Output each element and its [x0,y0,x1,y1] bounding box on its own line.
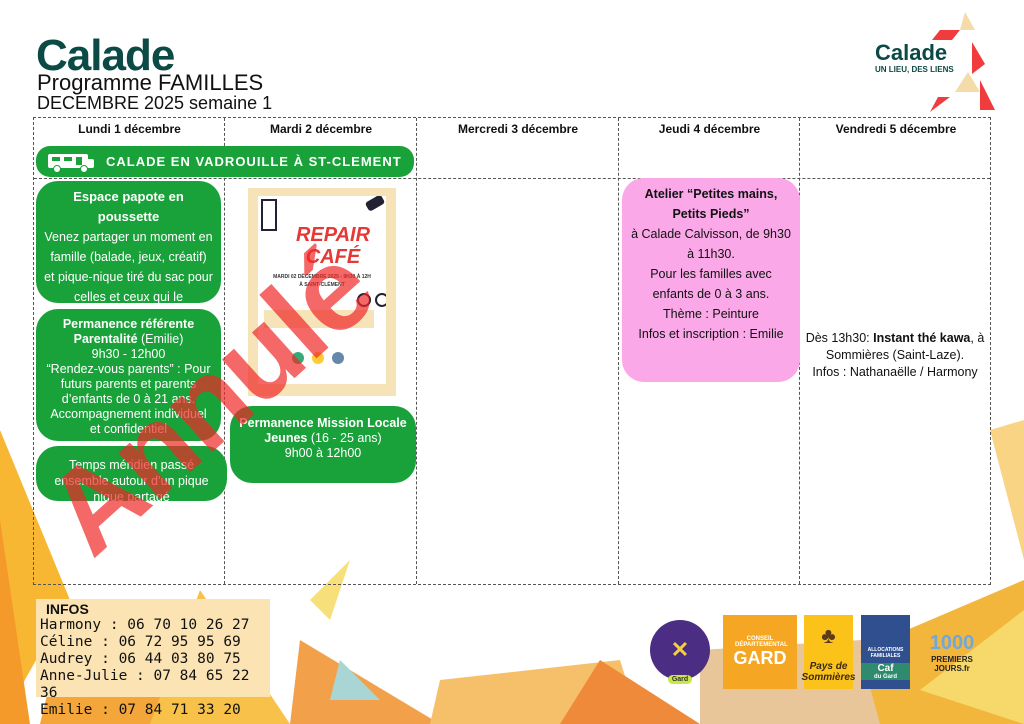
pays-de-sommieres-logo: ♣ Pays de Sommières [801,615,856,689]
event-the-kawa: Dès 13h30: Instant thé kawa, à Sommières… [802,330,988,381]
appliance-icons [261,196,386,364]
logo-name: Calade [875,40,948,65]
event-title: Permanence référente Parentalité [62,317,195,346]
event-location: à Calade Calvisson, de 9h30 à 11h30. [631,227,791,261]
logo-badge: Gard [667,675,693,684]
caf-logo: ALLOCATIONS FAMILIALES Caf du Gard [861,615,910,689]
infos-box: INFOS Harmony : 06 70 10 26 27 Céline : … [36,599,270,718]
logo-text: CONSEIL DÉPARTEMENTAL [735,635,788,648]
brand-title: Calade [36,31,175,80]
event-age: (16 - 25 ans) [307,431,382,445]
event-title: Permanence Mission Locale Jeunes [239,416,407,445]
logo-text: Caf [861,662,910,674]
day-header-thursday: Jeudi 4 décembre [658,122,761,136]
column-wednesday [417,118,619,584]
event-permanence-parentalite: Permanence référente Parentalité (Emilie… [36,309,221,441]
contact-item: Anne-Julie : 07 84 65 22 36 [40,668,250,701]
page-title: Programme FAMILLES [37,70,264,95]
1000-premiers-jours-logo: 1000 PREMIERS JOURS.fr [920,625,984,680]
day-header-tuesday: Mardi 2 décembre [269,122,373,136]
event-mission-locale: Permanence Mission Locale Jeunes (16 - 2… [230,406,416,483]
vadrouille-banner: CALADE EN VADROUILLE À ST-CLEMENT [36,146,414,177]
logo-text: ALLOCATIONS FAMILIALES [867,646,904,659]
event-title: Instant thé kawa [873,331,971,345]
banner-label: CALADE EN VADROUILLE À ST-CLEMENT [106,154,402,169]
contact-item: Céline : 06 72 95 95 69 [40,634,241,650]
logo-tagline: UN LIEU, DES LIENS [875,65,954,74]
event-contact: Infos et inscription : Emilie [638,327,784,341]
event-theme: Thème : Peinture [663,307,759,321]
column-monday [34,118,225,584]
header-divider [34,178,990,179]
gard-logo: CONSEIL DÉPARTEMENTAL GARD [723,615,797,689]
poster-title: REPAIR CAFÉ [295,224,371,268]
event-audience: Pour les familles avec enfants de 0 à 3 … [650,267,772,301]
logo-text: GARD [733,647,787,668]
day-header-friday: Vendredi 5 décembre [835,122,957,136]
event-location: , à Sommières (Saint-Laze). [825,331,985,362]
logo-text: PREMIERS JOURS.fr [931,655,973,673]
week-grid: Lundi 1 décembre Mardi 2 décembre Mercre… [33,117,991,585]
event-description-2: Accompagnement individuel et confidentie… [50,407,207,436]
camper-van-icon [48,153,94,173]
event-contact: Infos : Nathanaëlle / Harmony [812,365,978,379]
poster-info-box [264,310,374,328]
event-time: Dès 13h30: [805,331,874,345]
event-person: (Emilie) [137,332,184,346]
logo-text: Pays de Sommières [801,661,856,683]
tree-icon: ♣ [821,623,836,648]
day-header-monday: Lundi 1 décembre [78,122,181,136]
infos-title: INFOS [46,601,89,617]
column-tuesday [225,118,417,584]
contact-item: Audrey : 06 44 03 80 75 [40,651,241,667]
page-subtitle: DECEMBRE 2025 semaine 1 [37,93,273,113]
event-description: Venez partager un moment en famille (bal… [44,230,213,324]
poster-date: MARDI 02 DÉCEMBRE 2025 - 9H30 À 12H [273,274,371,280]
day-header-wednesday: Mercredi 3 décembre [457,122,579,136]
event-description: “Rendez-vous parents” : Pour futurs pare… [46,362,211,406]
event-description: Temps méridien passé ensemble autour d’u… [54,458,209,504]
contact-item: Emilie : 07 84 71 33 20 [40,702,241,718]
logo-text: du Gard [861,673,910,680]
logo-text: 1000 [929,632,975,654]
event-time: 9h00 à 12h00 [284,446,362,460]
event-temps-meridien: Temps méridien passé ensemble autour d’u… [36,446,227,504]
calade-logo: Calade UN LIEU, DES LIENS [860,12,1000,112]
event-title: Atelier “Petites mains, Petits Pieds” [644,187,778,221]
poster-place: À SAINT-CLÉMENT [299,282,345,288]
cdd-gard-logo: ✕ Gard [650,620,710,684]
repair-cafe-poster: REPAIR CAFÉ MARDI 02 DÉCEMBRE 2025 - 9H3… [248,188,396,396]
event-title: Espace papote en poussette [73,189,184,224]
event-time: 9h30 - 12h00 [91,347,166,361]
contact-item: Harmony : 06 70 10 26 27 [40,617,250,633]
event-espace-papote: Espace papote en poussette Venez partage… [36,181,221,324]
event-petites-mains: Atelier “Petites mains, Petits Pieds” à … [622,178,800,382]
